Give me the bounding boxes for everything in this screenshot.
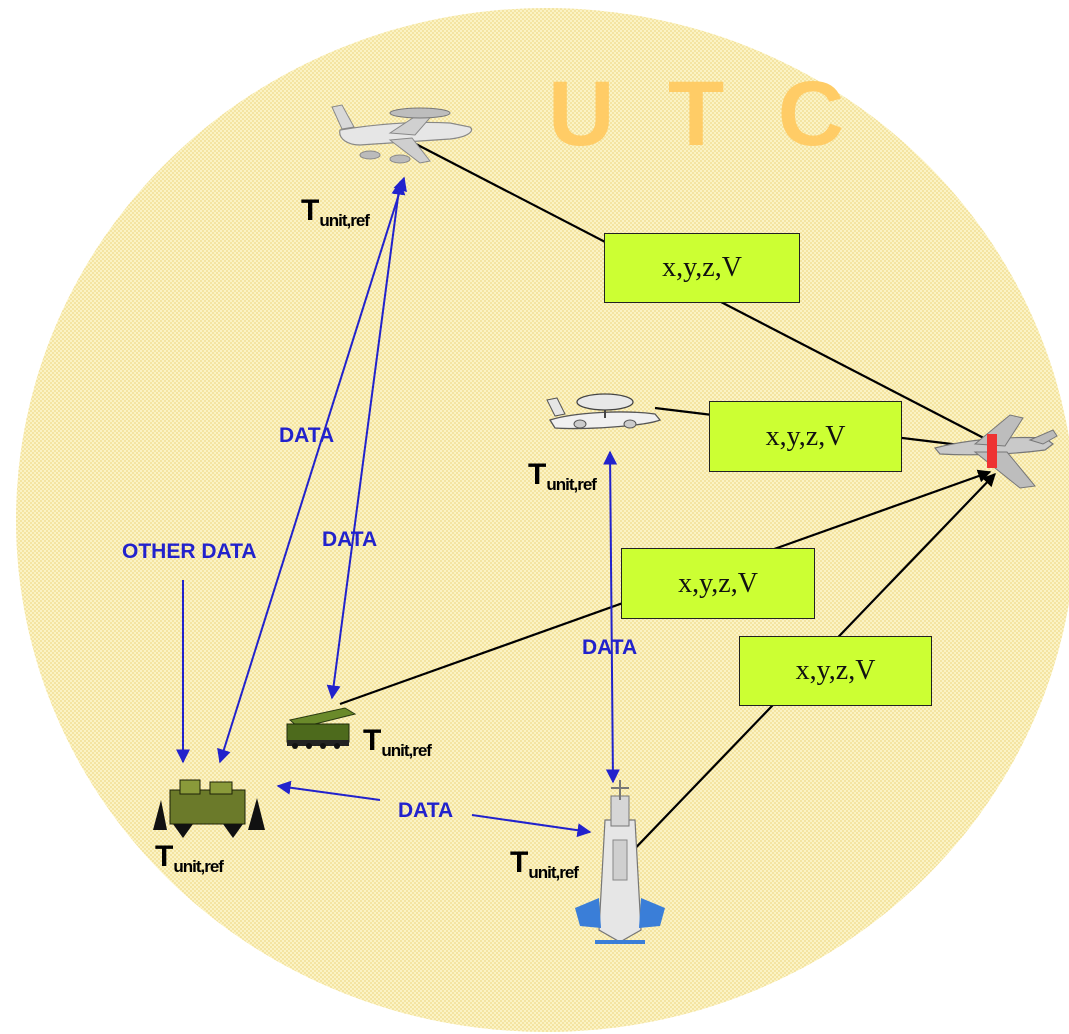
- data-arrow-station-ship-end: [471, 814, 592, 838]
- state-box-ship-link: x,y,z,V: [739, 636, 932, 706]
- tref-sub: unit,ref: [546, 475, 597, 494]
- data-arrows: [176, 176, 620, 838]
- fighter-jet-icon: [933, 414, 1058, 489]
- tref-main: T: [363, 724, 382, 757]
- utc-title: U T C: [548, 63, 859, 165]
- tref-sub: unit,ref: [173, 857, 224, 876]
- tref-launcher: Tunit,ref: [363, 724, 432, 760]
- tref-sub: unit,ref: [319, 211, 370, 230]
- data-arrow-launcher-awacs: [326, 180, 406, 700]
- tref-main: T: [301, 194, 320, 227]
- state-box-awacs-link: x,y,z,V: [604, 233, 800, 303]
- data-label-hawkeye-ship: DATA: [582, 636, 638, 659]
- data-label-launcher-awacs: DATA: [322, 528, 378, 551]
- tref-ship: Tunit,ref: [510, 846, 579, 882]
- missile-launcher-vehicle-icon: [286, 707, 357, 749]
- data-arrow-hawkeye-ship: [603, 450, 620, 784]
- tref-station: Tunit,ref: [155, 840, 224, 876]
- state-box-launcher-link: x,y,z,V: [621, 548, 815, 619]
- tref-main: T: [155, 840, 174, 873]
- hawkeye-aircraft-icon: [546, 393, 662, 430]
- data-arrow-station-ship: [276, 780, 381, 801]
- tref-main: T: [510, 846, 529, 879]
- data-label-station-ship: DATA: [398, 799, 454, 822]
- tref-awacs: Tunit,ref: [301, 194, 370, 230]
- data-label-other-data: OTHER DATA: [122, 540, 257, 563]
- tref-sub: unit,ref: [381, 741, 432, 760]
- tref-main: T: [528, 458, 547, 491]
- warship-icon: [575, 780, 665, 944]
- awacs-aircraft-icon: [331, 104, 473, 164]
- tref-hawkeye: Tunit,ref: [528, 458, 597, 494]
- ground-command-station-icon: [153, 779, 265, 838]
- data-label-station-awacs: DATA: [279, 424, 335, 447]
- state-box-hawkeye-link: x,y,z,V: [709, 401, 902, 472]
- tref-sub: unit,ref: [528, 863, 579, 882]
